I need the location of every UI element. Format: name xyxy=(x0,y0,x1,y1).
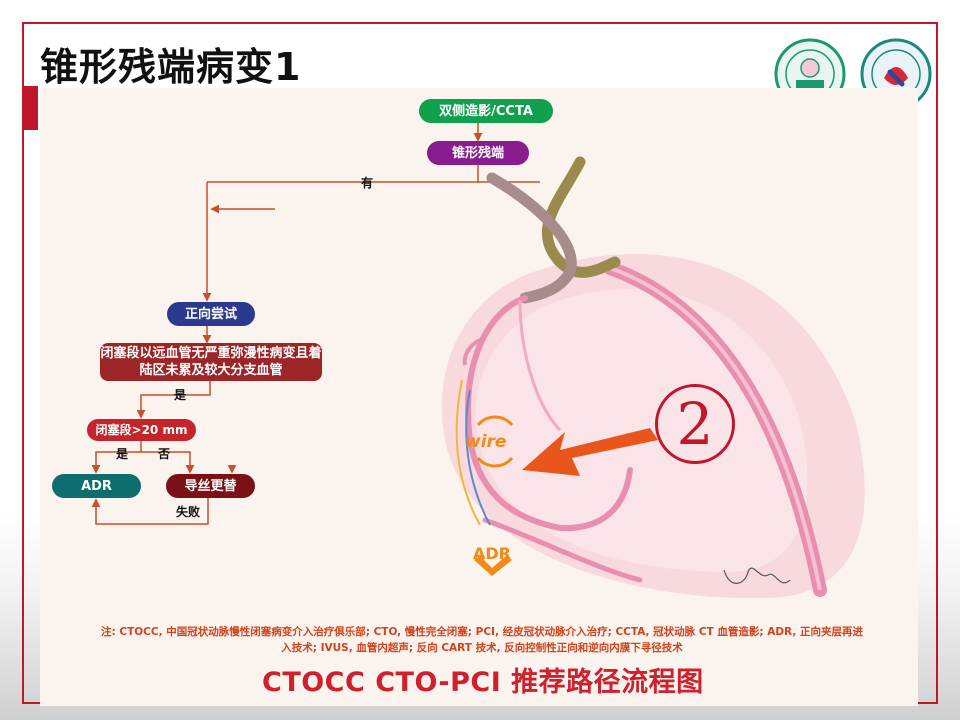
label-fail: 失败 xyxy=(176,505,201,519)
antegrade-node: 正向尝试 xyxy=(167,302,255,326)
label-yes-length: 是 xyxy=(116,447,129,461)
condition-node: 闭塞段以远血管无严重弥漫性病变且着陆区未累及较大分支血管 xyxy=(100,343,322,381)
lad-branch xyxy=(518,299,562,432)
guidewire-yellow xyxy=(455,379,481,526)
main-vessel xyxy=(465,295,633,532)
guide-catheter-olive xyxy=(541,156,621,278)
page-title: 锥形残端病变1 xyxy=(40,45,302,89)
connector-length-to-adr xyxy=(91,441,142,474)
rotation-arc-top xyxy=(476,415,514,427)
flowchart-and-vessel-illustration xyxy=(91,123,865,599)
lower-vessel xyxy=(482,517,643,583)
heart-illustration xyxy=(441,156,865,599)
branch-vessel xyxy=(462,338,481,366)
label-yes-condition: 是 xyxy=(174,388,187,402)
big-arrow xyxy=(522,428,658,476)
label-no-length: 否 xyxy=(158,447,171,461)
connector-condition-to-length xyxy=(136,381,211,419)
connector-fail-loop xyxy=(91,498,209,525)
adr-label: ADR xyxy=(473,544,511,563)
wire-label: wire xyxy=(465,432,507,452)
title-accent-bar xyxy=(22,86,38,130)
flowchart-title: CTOCC CTO-PCI 推荐路径流程图 xyxy=(262,667,704,698)
footnote: 注: CTOCC, 中国冠状动脉慢性闭塞病变介入治疗俱乐部; CTO, 慢性完全… xyxy=(101,626,863,654)
stump-node: 锥形残端 xyxy=(427,141,529,165)
adr-node: ADR xyxy=(52,474,141,498)
adr-chevron xyxy=(474,556,512,576)
guidewire-blue xyxy=(465,389,491,526)
rotation-arc-bottom xyxy=(476,456,514,468)
flow-connectors xyxy=(91,123,540,525)
length-node: 闭塞段>20 mm xyxy=(87,419,196,441)
wire-switch-node: 导丝更替 xyxy=(166,474,255,498)
connector-length-to-wire-switch xyxy=(141,451,195,474)
outer-vessel-inner xyxy=(609,266,822,591)
label-yes-top: 有 xyxy=(361,176,374,190)
guide-catheter-grey xyxy=(486,172,577,304)
start-node: 双侧造影/CCTA xyxy=(419,99,553,123)
step-marker: 2 xyxy=(655,384,735,464)
signature xyxy=(723,567,791,584)
